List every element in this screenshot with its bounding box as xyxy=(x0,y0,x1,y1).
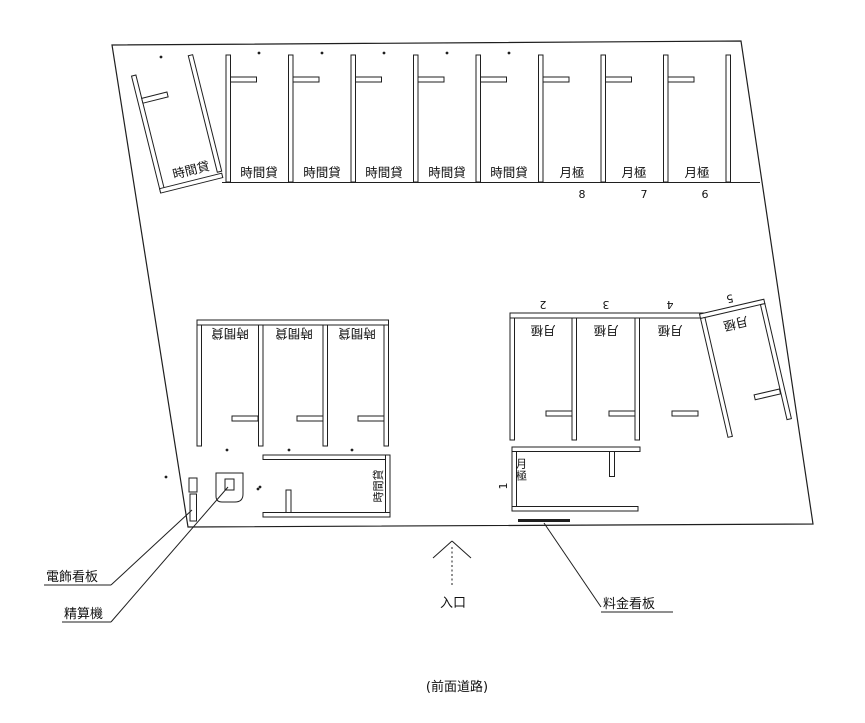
survey-dot xyxy=(445,51,449,55)
survey-dot xyxy=(320,51,324,55)
survey-dot xyxy=(258,485,262,489)
bottom-hourly-stall: 時間貸 xyxy=(262,454,391,518)
tee-stub xyxy=(296,415,324,422)
equipment xyxy=(188,472,260,522)
survey-dot xyxy=(287,448,291,452)
divider-wall xyxy=(196,324,202,447)
stall-number: 1 xyxy=(497,483,510,490)
survey-dot xyxy=(225,448,229,452)
header-wall xyxy=(509,312,705,319)
stall-label: 月極 xyxy=(684,165,709,180)
top-stall-row: 時間貸 時間貸 時間貸 時間貸 時間貸 時間貸 月極 月極 月極 8 7 6 xyxy=(130,51,760,201)
tee-stub xyxy=(671,410,699,417)
divider-wall xyxy=(413,54,445,183)
divider-wall xyxy=(634,317,640,441)
stall-post xyxy=(609,451,615,477)
divider-wall xyxy=(538,54,570,183)
divider-wall xyxy=(475,54,507,183)
divider-wall xyxy=(288,54,320,183)
stall-label: 時間貸 xyxy=(275,326,313,341)
divider-wall xyxy=(725,54,731,183)
survey-dot xyxy=(382,51,386,55)
tee-stub xyxy=(357,415,385,422)
bottom-monthly-stall: 月極 1 xyxy=(497,446,641,522)
stall-wall xyxy=(262,512,391,518)
stall-label: 月極 xyxy=(515,458,528,482)
stall-label: 月極 xyxy=(621,165,646,180)
tilted-stall: 時間貸 xyxy=(130,54,224,194)
divider-wall xyxy=(663,54,695,183)
survey-dot xyxy=(257,51,261,55)
divider-wall xyxy=(600,54,632,183)
front-road-label: (前面道路) xyxy=(426,679,488,695)
stall-number: 5 xyxy=(725,291,735,305)
stall-label: 時間貸 xyxy=(428,165,466,180)
pay-machine xyxy=(215,472,244,503)
illuminated-signboard xyxy=(188,477,198,493)
leader-line xyxy=(110,486,229,623)
stall-wall xyxy=(511,506,639,512)
mid-left-stall-group: 時間貸 時間貸 時間貸 xyxy=(164,319,389,489)
illuminated-sign-label: 電飾看板 xyxy=(46,569,98,585)
divider-wall xyxy=(258,324,264,447)
divider-wall xyxy=(225,54,257,183)
stall-label: 時間貸 xyxy=(211,326,249,341)
illuminated-signboard-pole xyxy=(189,493,197,522)
pay-machine-slot xyxy=(224,478,235,491)
leader-line xyxy=(543,522,602,608)
tee-stub xyxy=(608,410,636,417)
survey-dot xyxy=(159,55,163,59)
stall-label: 月極 xyxy=(657,323,682,338)
pay-machine-label: 精算機 xyxy=(64,607,103,622)
fee-sign-label: 料金看板 xyxy=(603,596,655,612)
survey-dot xyxy=(350,448,354,452)
survey-dot xyxy=(256,487,260,491)
callouts: 電飾看板 精算機 入口 料金看板 (前面道路) xyxy=(44,486,673,695)
leader-line xyxy=(110,509,193,586)
stall-label: 月極 xyxy=(530,323,555,338)
mid-right-stall-group: 2 3 4 月極 月極 月極 5 月極 xyxy=(509,291,792,441)
stall-number: 8 xyxy=(579,188,586,201)
tee-stub xyxy=(231,415,259,422)
stall-number: 3 xyxy=(603,298,610,311)
tee-stub xyxy=(545,410,573,417)
stall-label: 時間貸 xyxy=(303,165,341,180)
site-boundary xyxy=(111,40,814,528)
divider-wall xyxy=(509,317,515,441)
stall-label: 月極 xyxy=(722,314,750,334)
stall-number: 2 xyxy=(540,298,547,311)
stall-number: 7 xyxy=(641,188,648,201)
tilted-stall: 5 月極 xyxy=(698,291,792,438)
stall-label: 時間貸 xyxy=(338,326,376,341)
stall-number: 4 xyxy=(667,298,674,311)
fee-signboard xyxy=(518,519,570,522)
stall-label: 時間貸 xyxy=(490,165,528,180)
divider-wall xyxy=(383,324,389,447)
entrance-arrow xyxy=(432,540,472,586)
stall-label: 月極 xyxy=(593,323,618,338)
survey-dot xyxy=(164,475,168,479)
stall-number: 6 xyxy=(702,188,709,201)
stall-wall xyxy=(511,446,641,452)
stall-post xyxy=(285,489,292,513)
divider-wall xyxy=(322,324,328,447)
stall-wall xyxy=(385,454,391,518)
stall-label: 時間貸 xyxy=(371,470,385,503)
entrance-label: 入口 xyxy=(440,596,466,611)
header-wall xyxy=(196,319,389,326)
divider-wall xyxy=(571,317,577,441)
stall-label: 時間貸 xyxy=(365,165,403,180)
divider-wall xyxy=(350,54,382,183)
stall-wall xyxy=(262,454,391,460)
stall-label: 月極 xyxy=(559,165,584,180)
stall-label: 時間貸 xyxy=(240,165,278,180)
survey-dot xyxy=(507,51,511,55)
